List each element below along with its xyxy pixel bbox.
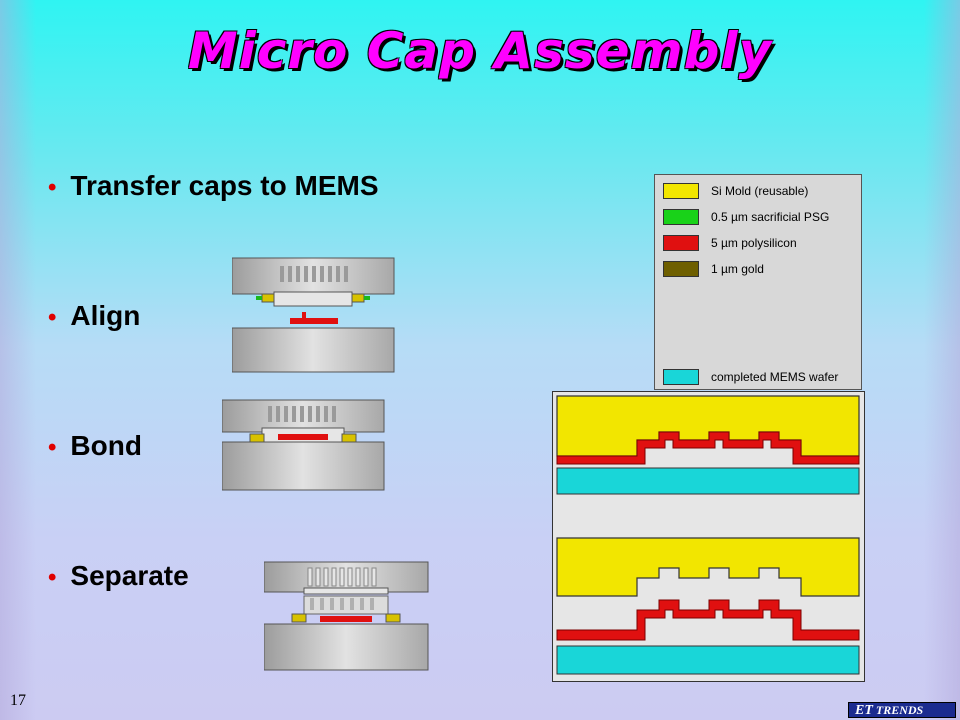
legend-label: 5 µm polysilicon [711, 236, 797, 250]
bullet-text: Align [70, 300, 141, 331]
materials-legend: Si Mold (reusable) 0.5 µm sacrificial PS… [654, 174, 862, 390]
bullet-text: Separate [70, 560, 189, 591]
legend-label: 0.5 µm sacrificial PSG [711, 210, 830, 224]
legend-swatch [663, 235, 699, 251]
et-trends-logo: ET TRENDS [848, 702, 956, 718]
page-number: 17 [10, 692, 26, 709]
bullet-text: Transfer caps to MEMS [70, 170, 379, 201]
bullet-dot: • [48, 564, 57, 591]
bullet-dot: • [48, 174, 57, 201]
logo-suffix: TRENDS [875, 703, 924, 717]
bullet-dot: • [48, 434, 57, 461]
poly-top-bonded [556, 431, 860, 465]
legend-swatch [663, 261, 699, 277]
legend-item-polysilicon: 5 µm polysilicon [663, 235, 797, 251]
bullet-transfer: • Transfer caps to MEMS [48, 170, 379, 202]
legend-item-gold: 1 µm gold [663, 261, 764, 277]
mems-wafer-top [556, 467, 860, 495]
legend-label: Si Mold (reusable) [711, 184, 809, 198]
slide-left-border [0, 0, 36, 720]
bullet-dot: • [48, 304, 57, 331]
align-illustration [232, 257, 395, 373]
bullet-separate: • Separate [48, 560, 189, 592]
legend-item-si-mold: Si Mold (reusable) [663, 183, 808, 199]
cross-section-svg [556, 395, 860, 675]
bullet-text: Bond [70, 430, 142, 461]
legend-label: completed MEMS wafer [711, 370, 839, 384]
mold-bottom-separated [556, 537, 860, 597]
bullet-align: • Align [48, 300, 140, 332]
bond-illustration [222, 399, 385, 491]
poly-bottom-separated [556, 599, 860, 641]
bullet-bond: • Bond [48, 430, 142, 462]
slide-title: Micro Cap Assembly [187, 22, 773, 80]
logo-prefix: ET [855, 703, 873, 718]
separate-illustration [264, 561, 429, 671]
slide-right-border [924, 0, 960, 720]
legend-label: 1 µm gold [711, 262, 764, 276]
mems-wafer-bottom [556, 645, 860, 675]
legend-item-mems-wafer: completed MEMS wafer [663, 369, 838, 385]
legend-swatch [663, 183, 699, 199]
cross-section-diagram [552, 391, 865, 682]
legend-item-psg: 0.5 µm sacrificial PSG [663, 209, 829, 225]
legend-swatch [663, 209, 699, 225]
legend-swatch [663, 369, 699, 385]
